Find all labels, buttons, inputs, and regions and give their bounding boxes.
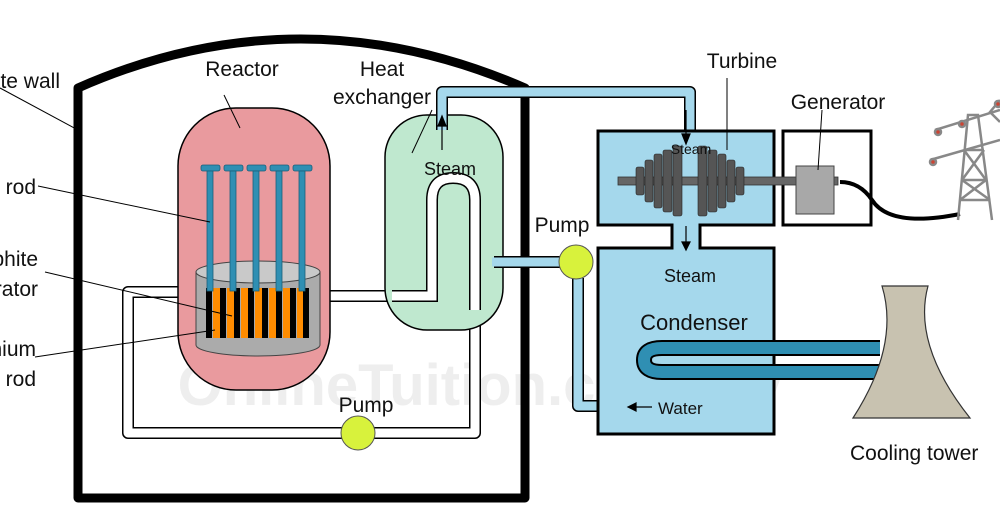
fuel-rod-array: [206, 288, 309, 338]
control-rods: [200, 164, 313, 292]
power-cable: [839, 180, 961, 221]
cooling-tower-label: Cooling tower: [850, 442, 978, 465]
primary-pump: [340, 415, 376, 451]
control-rod-label: Control rod: [0, 176, 36, 199]
uranium-fuel-rod-label-2: fuel rod: [0, 368, 36, 391]
graphite-moderator-label-1: Graphite: [0, 248, 38, 271]
cooling-tower: [851, 285, 972, 419]
steam-label-condenser: Steam: [664, 266, 716, 286]
steam-pipe: [436, 86, 696, 140]
condenser-cooling-pipe: [635, 340, 880, 380]
flow-arrows: [437, 110, 691, 412]
uranium-fuel-rod-label-1: Uranium: [0, 338, 36, 361]
steam-label-exchanger: Steam: [424, 159, 476, 179]
generator-label: Generator: [791, 91, 886, 114]
generator-unit: [795, 165, 835, 215]
reactor-label: Reactor: [205, 58, 279, 81]
concrete-wall-label: Concrete wall: [0, 70, 60, 93]
transmission-tower: [928, 99, 1000, 221]
heat-exchanger-label-1: Heat: [360, 58, 405, 81]
leader-lines: [0, 78, 823, 358]
water-label: Water: [658, 399, 703, 418]
turbine-label: Turbine: [707, 50, 777, 73]
pump-label-secondary: Pump: [535, 214, 590, 237]
secondary-pump: [558, 244, 594, 280]
condenser-label: Condenser: [640, 310, 748, 335]
pump-label-primary: Pump: [339, 394, 394, 417]
turbine-blades: [635, 145, 745, 217]
steam-label-turbine: Steam: [671, 141, 711, 157]
concrete-wall: [73, 34, 530, 503]
graphite-moderator-label-2: moderator: [0, 278, 38, 301]
heat-exchanger-label-2: exchanger: [333, 86, 431, 109]
